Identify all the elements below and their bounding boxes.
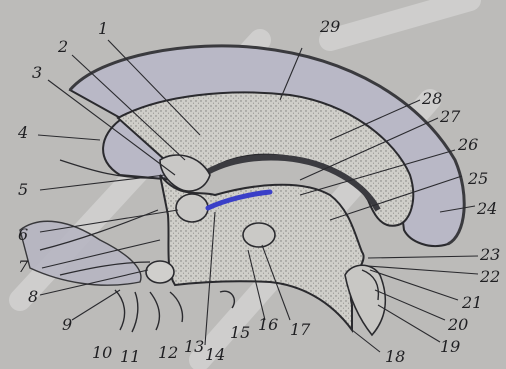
label-4: 4 xyxy=(17,123,28,142)
label-3: 3 xyxy=(32,63,42,82)
label-19: 19 xyxy=(440,337,460,356)
label-12: 12 xyxy=(158,343,178,362)
label-18: 18 xyxy=(385,347,405,366)
label-14: 14 xyxy=(205,345,225,364)
label-6: 6 xyxy=(18,225,28,244)
round-nodule xyxy=(176,194,208,222)
label-10: 10 xyxy=(92,343,112,362)
label-11: 11 xyxy=(120,347,140,366)
label-23: 23 xyxy=(479,245,500,264)
label-5: 5 xyxy=(18,180,28,199)
label-16: 16 xyxy=(258,315,278,334)
label-9: 9 xyxy=(62,315,72,334)
inner-oval xyxy=(243,223,275,247)
label-24: 24 xyxy=(476,199,497,218)
label-25: 25 xyxy=(467,169,488,188)
label-27: 27 xyxy=(439,107,461,126)
label-2: 2 xyxy=(57,37,68,56)
label-15: 15 xyxy=(230,323,250,342)
lower-nodule xyxy=(146,261,174,283)
label-21: 21 xyxy=(461,293,482,312)
label-26: 26 xyxy=(457,135,478,154)
label-13: 13 xyxy=(184,337,204,356)
label-29: 29 xyxy=(319,17,340,36)
label-1: 1 xyxy=(98,19,108,38)
label-8: 8 xyxy=(28,287,38,306)
label-28: 28 xyxy=(421,89,442,108)
label-20: 20 xyxy=(447,315,468,334)
label-7: 7 xyxy=(18,257,29,276)
label-17: 17 xyxy=(290,320,311,339)
label-22: 22 xyxy=(479,267,500,286)
